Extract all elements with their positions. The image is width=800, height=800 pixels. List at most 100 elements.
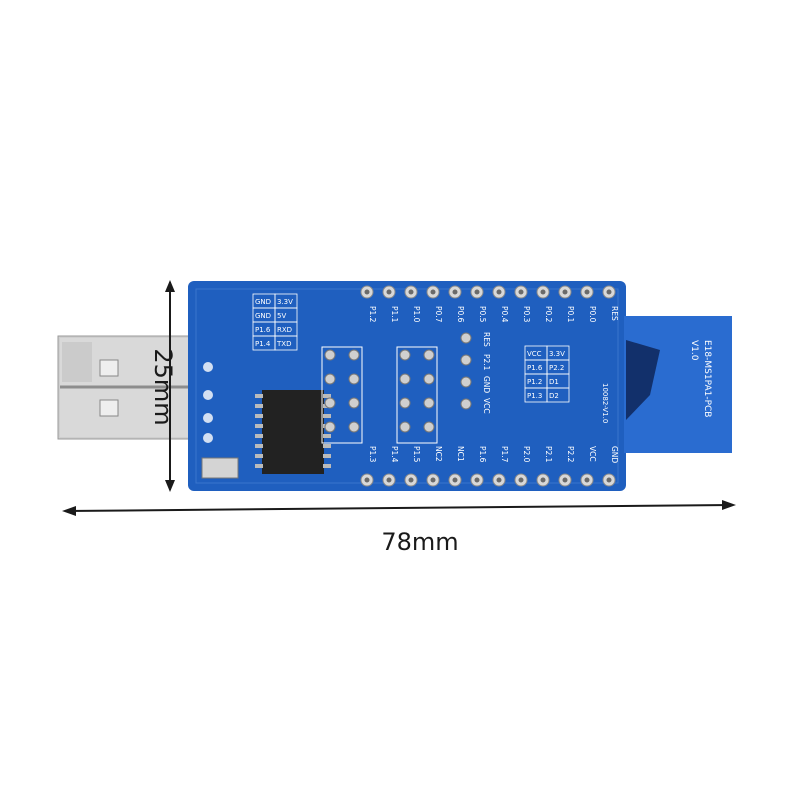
jumper-label: P1.6 xyxy=(527,364,543,372)
width-label: 78mm xyxy=(381,528,458,556)
chip-leg xyxy=(255,394,263,398)
jumper-label: P1.2 xyxy=(527,378,542,386)
antenna-module: E18-MS1PA1-PCB V1.0 xyxy=(624,316,732,453)
header-pin xyxy=(399,421,411,433)
module-version: V1.0 xyxy=(689,340,699,361)
header-pin xyxy=(324,397,336,409)
height-dimension: 25mm xyxy=(149,280,177,492)
header-pin xyxy=(460,376,472,388)
jumper-label: P1.6 xyxy=(255,326,271,334)
jumper-label: 3.3V xyxy=(277,298,293,306)
chip-leg xyxy=(323,394,331,398)
pin-label: P1.5 xyxy=(412,446,421,463)
pin-label: P0.1 xyxy=(566,306,575,323)
header-block-b xyxy=(396,346,438,444)
board-version: 10082-V1.0 xyxy=(601,383,609,423)
pin-label: P1.4 xyxy=(390,446,399,463)
width-dimension: 78mm xyxy=(62,500,736,556)
chip-leg xyxy=(323,414,331,418)
pin-hole xyxy=(474,477,480,483)
pin-label: P2.1 xyxy=(544,446,553,463)
header-pin xyxy=(399,373,411,385)
pin-hole xyxy=(386,289,392,295)
usb-connector xyxy=(57,335,199,440)
pin-label: P0.6 xyxy=(456,306,465,323)
jumper-label: D1 xyxy=(549,378,559,386)
chip-leg xyxy=(255,434,263,438)
pin-label: RES xyxy=(610,306,619,321)
chip-leg xyxy=(255,454,263,458)
pin-label: P0.2 xyxy=(544,306,553,323)
pin-label: P1.7 xyxy=(500,446,509,463)
pin-hole xyxy=(540,289,546,295)
mount-hole xyxy=(203,413,213,423)
header-pin xyxy=(348,373,360,385)
center-pin-label: RES xyxy=(482,332,491,347)
pin-hole xyxy=(408,477,414,483)
pin-hole xyxy=(496,289,502,295)
pin-hole xyxy=(474,289,480,295)
pin-hole xyxy=(562,289,568,295)
header-pin xyxy=(423,349,435,361)
chip-leg xyxy=(323,444,331,448)
jumper-label: TXD xyxy=(276,340,291,348)
chip-leg xyxy=(323,454,331,458)
chip-leg xyxy=(255,424,263,428)
mount-hole xyxy=(203,362,213,372)
chip-leg xyxy=(255,404,263,408)
pcb-body xyxy=(188,281,626,491)
header-pin xyxy=(399,397,411,409)
pin-hole xyxy=(364,289,370,295)
pin-hole xyxy=(584,477,590,483)
chip-leg xyxy=(255,414,263,418)
pin-hole xyxy=(584,289,590,295)
pin-label: P0.0 xyxy=(588,306,597,323)
header-pin xyxy=(324,349,336,361)
pin-hole xyxy=(408,289,414,295)
module-label: E18-MS1PA1-PCB xyxy=(702,340,712,417)
jumper-label: GND xyxy=(255,298,271,306)
jumper-label: P2.2 xyxy=(549,364,564,372)
header-pin xyxy=(324,421,336,433)
pin-label: P1.1 xyxy=(390,306,399,323)
pin-label: P1.6 xyxy=(478,446,487,463)
mount-hole xyxy=(203,390,213,400)
pin-hole xyxy=(562,477,568,483)
header-pin xyxy=(460,354,472,366)
header-outline xyxy=(396,346,438,444)
jumper-label: RXD xyxy=(277,326,292,334)
pin-hole xyxy=(430,289,436,295)
header-pin xyxy=(460,398,472,410)
chip-leg xyxy=(255,444,263,448)
header-pin xyxy=(348,397,360,409)
center-pin-label: GND xyxy=(482,376,491,393)
center-pin-label: P2.1 xyxy=(482,354,491,371)
pin-label: P0.7 xyxy=(434,306,443,323)
pin-hole xyxy=(364,477,370,483)
height-label: 25mm xyxy=(149,348,177,425)
header-pin xyxy=(348,349,360,361)
pin-label: P1.0 xyxy=(412,306,421,323)
header-pin xyxy=(460,332,472,344)
pin-label: VCC xyxy=(588,446,597,462)
header-pin xyxy=(399,349,411,361)
pcb-board xyxy=(188,281,626,491)
header-block-a xyxy=(321,346,363,444)
chip-leg xyxy=(255,464,263,468)
mount-hole xyxy=(203,433,213,443)
pin-hole xyxy=(452,289,458,295)
pin-label: NC2 xyxy=(434,446,443,462)
pin-hole xyxy=(452,477,458,483)
pin-hole xyxy=(496,477,502,483)
jumper-cell xyxy=(546,387,570,403)
jumper-label: P1.3 xyxy=(527,392,542,400)
pin-label: P0.5 xyxy=(478,306,487,323)
ic-chip xyxy=(255,390,331,474)
jumper-label: VCC xyxy=(527,350,542,358)
chip-leg xyxy=(323,434,331,438)
pin-hole xyxy=(606,477,612,483)
pin-hole xyxy=(518,289,524,295)
